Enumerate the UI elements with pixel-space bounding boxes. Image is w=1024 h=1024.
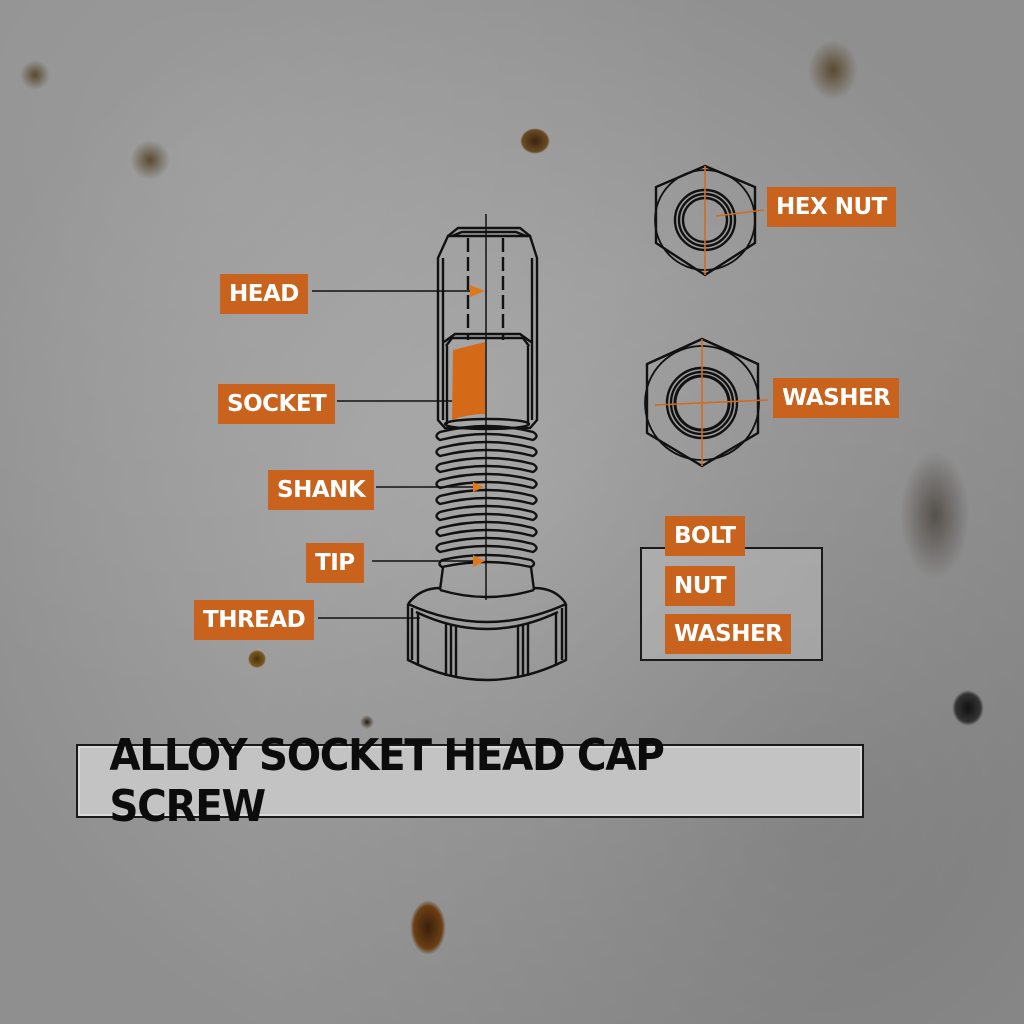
rust-stain <box>20 60 50 90</box>
socket-highlight <box>452 342 485 420</box>
bolt-drawing-icon <box>406 214 568 682</box>
legend-item-bolt: BOLT <box>665 516 745 556</box>
label-hex-nut: HEX NUT <box>767 187 896 227</box>
center-lines <box>654 166 769 466</box>
rust-stain <box>248 650 266 668</box>
label-shank: SHANK <box>268 470 375 510</box>
page-title: ALLOY SOCKET HEAD CAP SCREW <box>109 730 665 832</box>
legend-item-nut: NUT <box>665 566 736 606</box>
label-washer: WASHER <box>773 378 900 418</box>
label-head: HEAD <box>220 274 308 314</box>
rust-stain <box>130 140 170 180</box>
legend-item-washer: WASHER <box>665 614 792 654</box>
arrow-marker-icon <box>470 285 485 567</box>
label-tip: TIP <box>306 543 364 583</box>
label-socket: SOCKET <box>218 384 336 424</box>
rust-stain <box>360 715 374 729</box>
leader-lines <box>312 290 480 619</box>
label-thread: THREAD <box>194 600 315 640</box>
title-box: ALLOY SOCKET HEAD CAP SCREW <box>76 730 864 832</box>
rust-stain <box>410 900 446 955</box>
rust-stain <box>900 450 970 580</box>
rust-stain <box>520 128 550 154</box>
rust-stain <box>808 40 858 100</box>
rust-stain <box>952 690 984 726</box>
